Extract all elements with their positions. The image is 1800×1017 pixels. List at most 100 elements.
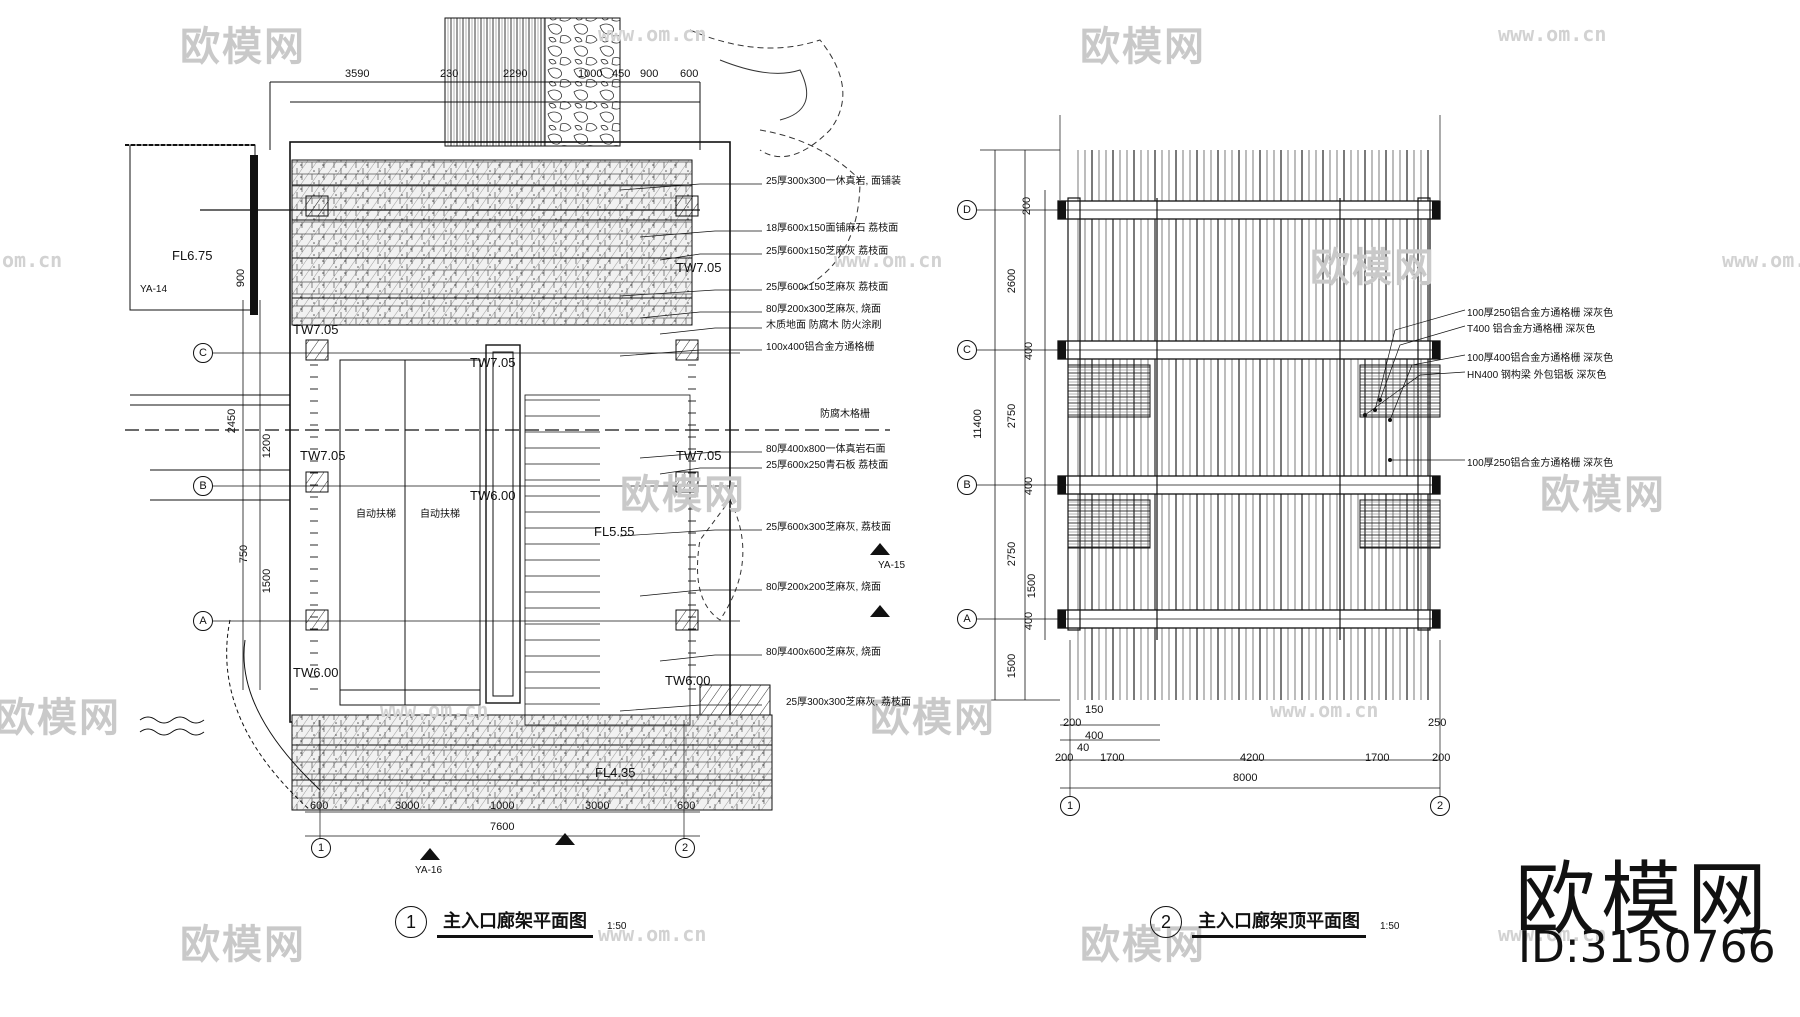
material-note: 防腐木格栅 [820,409,870,420]
watermark-url-fragment: om.cn [2,248,63,272]
section-mark: YA-16 [415,865,443,876]
watermark-logo: 欧模网 [1080,24,1206,70]
dimension-text: 3000 [585,800,610,812]
elevation-label: TW7.05 [470,355,516,370]
watermark-url: www.om.cn [598,922,707,946]
dimension-text: 7600 [490,821,515,833]
watermark-logo: 欧模网 [1310,245,1436,291]
material-note: 100厚250铝合金方通格栅 深灰色 [1467,308,1614,319]
watermark-logo: 欧模网 [1540,472,1666,518]
material-note: 80厚200x200芝麻灰, 烧面 [766,582,882,593]
right-plan-linework [975,115,1466,800]
material-note: 木质地面 防腐木 防火涂刷 [766,320,882,331]
dimension-text: 200 [1055,752,1074,764]
dimension-text: 600 [680,68,699,80]
elevation-label: TW7.05 [676,260,722,275]
dimension-text: 40 [1077,742,1090,754]
dimension-text: 750 [238,544,251,564]
axis-bubble: A [957,609,977,629]
material-note: 80厚400x800一体真岩石面 [766,444,886,455]
section-mark: YA-14 [140,284,168,295]
elevation-label: FL5.55 [594,524,635,539]
watermark-logo: 欧模网 [1080,922,1206,968]
drawing-title: 主入口廊架顶平面图 [1192,907,1366,938]
axis-bubble: C [957,340,977,360]
material-note: T400 铝合金方通格栅 深灰色 [1467,324,1596,335]
area-label: 自动扶梯 [356,509,396,520]
elevation-label: TW7.05 [300,448,346,463]
elevation-label: FL6.75 [172,248,213,263]
elevation-label: FL4.35 [595,765,636,780]
dimension-text: 400 [1085,730,1104,742]
dimension-text: 1000 [490,800,515,812]
watermark-url: www.om.cn [1498,922,1607,946]
watermark-logo: 欧模网 [870,695,996,741]
watermark-logo: 欧模网 [0,695,121,741]
drawing-scale: 1:50 [607,921,627,932]
watermark-logo: 欧模网 [180,24,306,70]
dimension-text: 8000 [1233,772,1258,784]
material-note: 80厚200x300芝麻灰, 烧面 [766,304,882,315]
axis-bubble: D [957,200,977,220]
elevation-label: TW6.00 [665,673,711,688]
dimension-text: 1700 [1365,752,1390,764]
dimension-text: 250 [1428,717,1447,729]
title-block-roof-plan: 2 主入口廊架顶平面图 1:50 [1150,906,1399,938]
dimension-text: 1200 [261,433,274,459]
dimension-text: 200 [1063,717,1082,729]
dimension-text: 230 [440,68,459,80]
dimension-text: 450 [612,68,631,80]
watermark-logo: 欧模网 [180,922,306,968]
elevation-label: TW7.05 [293,322,339,337]
left-plan-linework [125,17,890,860]
watermark-url: www.om.cn [1722,248,1800,272]
axis-bubble: B [957,475,977,495]
dimension-text: 1000 [578,68,603,80]
material-note: 100x400铝合金方通格栅 [766,342,875,353]
axis-bubble: 2 [1430,796,1450,816]
model-id: ID:3150766 [1518,922,1776,973]
dimension-text: 2750 [1006,403,1019,429]
material-note: 25厚300x300一休真岩, 面铺装 [766,176,902,187]
dimension-text: 1500 [1006,653,1019,679]
dimension-text: 200 [1432,752,1451,764]
dimension-text: 400 [1023,341,1036,361]
watermark-url: www.om.cn [834,248,943,272]
material-note: 25厚300x300芝麻灰, 荔枝面 [786,697,912,708]
material-note: 100厚400铝合金方通格栅 深灰色 [1467,353,1614,364]
dimension-text: 2600 [1006,268,1019,294]
dimension-text: 600 [310,800,329,812]
elevation-label: TW6.00 [293,665,339,680]
dimension-text: 900 [640,68,659,80]
watermark-url: www.om.cn [1498,22,1607,46]
dimension-text: 150 [1085,704,1104,716]
drawing-number: 2 [1150,906,1182,938]
axis-bubble: 1 [1060,796,1080,816]
section-mark: YA-15 [878,560,906,571]
dimension-text: 2750 [1006,541,1019,567]
dimension-text: 400 [1023,476,1036,496]
watermark-url: www.om.cn [380,698,489,722]
dimension-text: 2290 [503,68,528,80]
dimension-text: 600 [677,800,696,812]
material-note: HN400 钢构梁 外包铝板 深灰色 [1467,370,1607,381]
dimension-text: 3590 [345,68,370,80]
dimension-text: 400 [1023,611,1036,631]
material-note: 25厚600x250青石板 荔枝面 [766,460,889,471]
axis-bubble: C [193,343,213,363]
drawing-scale: 1:50 [1380,921,1400,932]
material-note: 100厚250铝合金方通格栅 深灰色 [1467,458,1614,469]
dimension-text: 11400 [971,409,984,439]
dimension-text: 3000 [395,800,420,812]
dimension-text: 1500 [261,568,274,594]
elevation-label: TW7.05 [676,448,722,463]
axis-bubble: A [193,611,213,631]
axis-bubble: B [193,476,213,496]
dimension-text: 900 [235,268,248,288]
dimension-text: 4200 [1240,752,1265,764]
area-label: 自动扶梯 [420,509,460,520]
title-block-plan: 1 主入口廊架平面图 1:50 [395,906,626,938]
dimension-text: 200 [1021,196,1034,216]
drawing-title: 主入口廊架平面图 [437,907,593,938]
